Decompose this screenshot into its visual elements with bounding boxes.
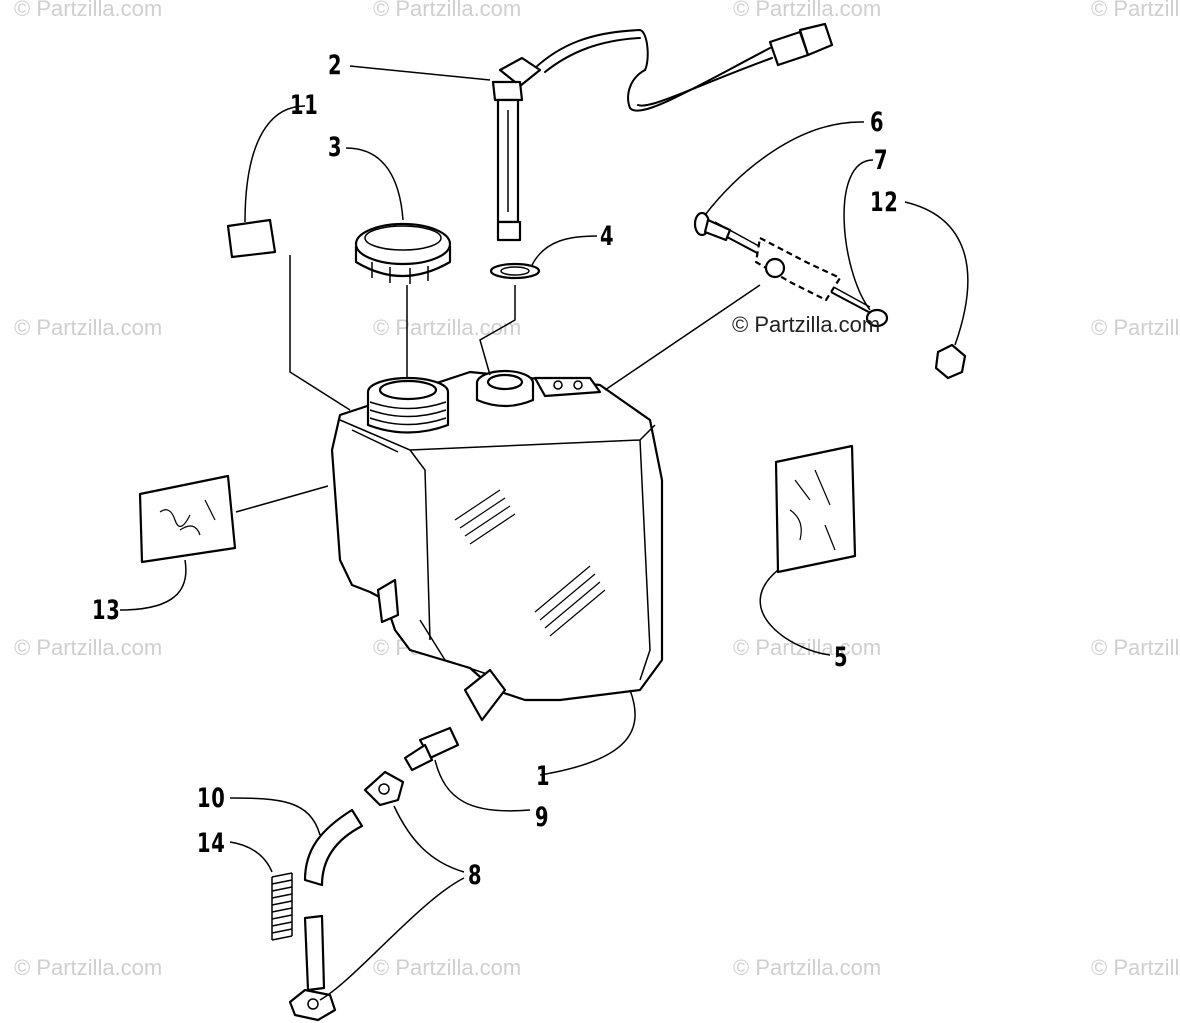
- small-decal: [226, 218, 277, 259]
- watermark: © Partzilla.com: [1091, 635, 1180, 660]
- spring: [271, 872, 293, 941]
- watermark: © Partzilla.com: [14, 955, 163, 980]
- center-watermark: © Partzilla.com: [732, 312, 881, 337]
- watermark: © Partzilla.com: [1091, 0, 1180, 21]
- watermark: © Partzilla.com: [14, 0, 163, 21]
- watermark: © Partzilla.com: [14, 315, 163, 340]
- watermark: © Partzilla.com: [373, 315, 522, 340]
- callout-13: 13: [92, 595, 121, 626]
- watermark: © Partzilla.com: [1091, 955, 1180, 980]
- large-decal-right: [774, 444, 857, 574]
- leader-lines: [119, 65, 969, 1001]
- outlet-fitting: [403, 726, 460, 772]
- callout-6: 6: [870, 107, 885, 138]
- oil-tank: [330, 369, 664, 722]
- callout-1: 1: [536, 761, 551, 792]
- callout-2: 2: [328, 50, 343, 81]
- clamp-upper: [363, 770, 405, 807]
- callout-10: 10: [197, 783, 226, 814]
- watermark: © Partzilla.com: [733, 0, 882, 21]
- hose: [303, 808, 364, 992]
- watermark: © Partzilla.com: [14, 635, 163, 660]
- callout-8: 8: [468, 860, 483, 891]
- large-decal-left: [138, 474, 237, 564]
- callout-3: 3: [328, 132, 343, 163]
- oil-level-gauge: [489, 22, 834, 280]
- callout-11: 11: [290, 90, 319, 121]
- watermark: © Partzilla.com: [733, 955, 882, 980]
- watermark: © Partzilla.com: [1091, 315, 1180, 340]
- watermark: © Partzilla.com: [373, 955, 522, 980]
- watermark: © Partzilla.com: [733, 635, 882, 660]
- watermark: © Partzilla.com: [373, 0, 522, 21]
- callout-12: 12: [870, 187, 899, 218]
- tank-cap: [354, 222, 452, 284]
- callout-5: 5: [834, 642, 849, 673]
- callout-4: 4: [600, 221, 615, 252]
- callout-9: 9: [535, 802, 550, 833]
- callout-7: 7: [874, 145, 889, 176]
- bracket-hardware: [693, 211, 967, 380]
- callout-14: 14: [197, 828, 226, 859]
